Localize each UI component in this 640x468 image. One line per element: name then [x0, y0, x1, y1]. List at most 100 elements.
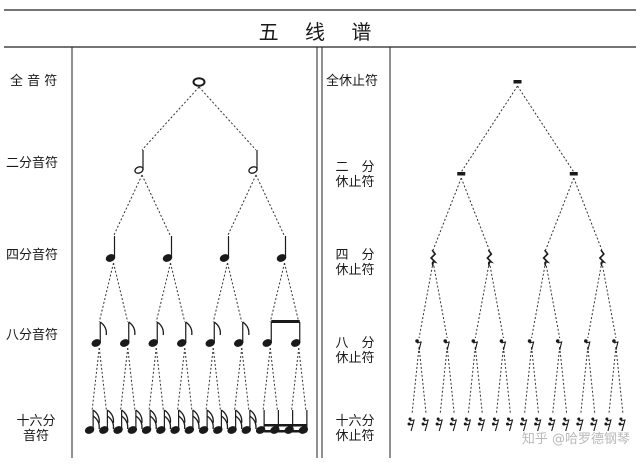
eighth-beam: [271, 320, 300, 323]
tree-edge: [418, 346, 427, 415]
label-half-note: 二分音符: [6, 156, 59, 171]
tree-edge: [262, 347, 271, 411]
label-sixteenth-note: 十六分 音符: [6, 414, 66, 444]
sixteenth-rest-stroke: [479, 419, 486, 432]
sixteenth-rest-stroke: [591, 419, 598, 432]
tree-edge: [155, 262, 171, 323]
tree-edge: [418, 261, 434, 339]
tree-edge: [502, 346, 511, 415]
half-rest-icon: [569, 172, 578, 176]
tree-edge: [205, 347, 214, 411]
eighth-flag: [213, 321, 222, 336]
tree-edge: [98, 262, 114, 323]
sixteenth-rest-icon: [450, 417, 454, 421]
tree-edge: [155, 347, 164, 411]
eighth-rest-icon: [443, 339, 447, 343]
label-eighth-rest-line1: 八 分: [335, 336, 375, 351]
tree-edge: [269, 262, 285, 323]
sixteenth-rest-stroke: [437, 419, 443, 432]
tree-edges: [91, 85, 624, 415]
tree-edge: [460, 85, 518, 173]
eighth-rest-icon: [584, 339, 588, 343]
sixteenth-flag: [206, 415, 214, 430]
sixteenth-beam: [264, 430, 307, 433]
sixteenth-rest-icon: [521, 417, 525, 421]
label-eighth-note: 八分音符: [6, 328, 59, 343]
watermark: 知乎 @哈罗德钢琴: [521, 432, 630, 447]
tree-edge: [98, 347, 107, 411]
tree-edge: [439, 346, 448, 415]
eighth-rest-icon: [612, 339, 616, 343]
sixteenth-rest-icon: [464, 417, 468, 421]
sixteenth-flag: [178, 415, 186, 430]
tree-edge: [531, 261, 547, 339]
tree-edge: [545, 177, 575, 251]
sixteenth-rest-stroke: [619, 419, 626, 432]
label-quarter-rest-line2: 休止符: [335, 263, 375, 278]
sixteenth-flag: [163, 415, 172, 430]
sixteenth-flag: [192, 415, 200, 430]
sixteenth-rest-stroke: [465, 419, 472, 432]
quarter-rest-icon: [542, 249, 551, 267]
tree-edge: [255, 174, 285, 237]
sixteenth-rest-icon: [506, 417, 510, 421]
label-whole-rest: 全休止符: [326, 74, 379, 89]
sixteenth-flag: [192, 409, 200, 424]
sixteenth-rest-icon: [605, 417, 609, 421]
sixteenth-flag: [178, 409, 186, 424]
whole-note-icon: [192, 77, 206, 87]
tree-edge: [587, 261, 603, 339]
tree-edge: [524, 346, 533, 415]
sixteenth-rest-stroke: [521, 419, 528, 432]
label-sixteenth-rest: 十六分 休止符: [324, 414, 386, 444]
tree-edge: [284, 262, 300, 323]
eighth-flag: [185, 321, 193, 336]
label-eighth-rest-line2: 休止符: [335, 351, 375, 366]
sixteenth-beam: [264, 424, 307, 427]
whole-rest-icon: [513, 80, 522, 84]
quarter-rest-icon: [429, 249, 438, 267]
sixteenth-rest-stroke: [507, 419, 514, 432]
sixteenth-flag: [92, 415, 100, 430]
tree-edge: [580, 346, 589, 415]
tree-edge: [113, 174, 143, 237]
tree-edge: [615, 346, 624, 415]
tree-edge: [517, 85, 575, 173]
eighth-flag: [128, 321, 136, 336]
sixteenth-flag: [106, 409, 115, 424]
tree-edge: [141, 174, 171, 237]
tree-edge: [446, 346, 455, 415]
eighth-rest-icon: [527, 339, 532, 343]
sixteenth-rest-stroke: [563, 419, 570, 432]
eighth-flag: [242, 321, 250, 336]
tree-edge: [198, 86, 257, 151]
tree-edge: [177, 347, 186, 411]
eighth-rest-icon: [555, 339, 560, 343]
tree-edge: [601, 261, 617, 339]
sixteenth-flag: [249, 409, 257, 424]
tree-edge: [460, 177, 490, 251]
sixteenth-rest-icon: [408, 417, 412, 421]
sixteenth-flag: [149, 415, 157, 430]
tree-edge: [587, 346, 596, 415]
eighth-rest-stroke: [473, 341, 479, 351]
tree-edge: [212, 262, 228, 323]
sixteenth-flag: [149, 409, 157, 424]
tree-edge: [474, 261, 490, 339]
sixteenth-flag: [206, 409, 214, 424]
tree-edge: [411, 346, 420, 415]
sixteenth-rest-icon: [422, 417, 426, 421]
sixteenth-rest-icon: [436, 417, 440, 421]
eighth-rest-stroke: [501, 341, 507, 351]
sixteenth-flag: [249, 415, 257, 430]
label-half-rest-line2: 休止符: [335, 175, 375, 190]
label-sixteenth-note-line2: 音符: [22, 429, 49, 444]
tree-edge: [91, 347, 100, 411]
sixteenth-rest-stroke: [535, 419, 542, 432]
quarter-rest-icon: [598, 249, 607, 267]
sixteenth-rest-stroke: [493, 419, 500, 432]
tree-edge: [559, 346, 568, 415]
tree-edge: [545, 261, 561, 339]
